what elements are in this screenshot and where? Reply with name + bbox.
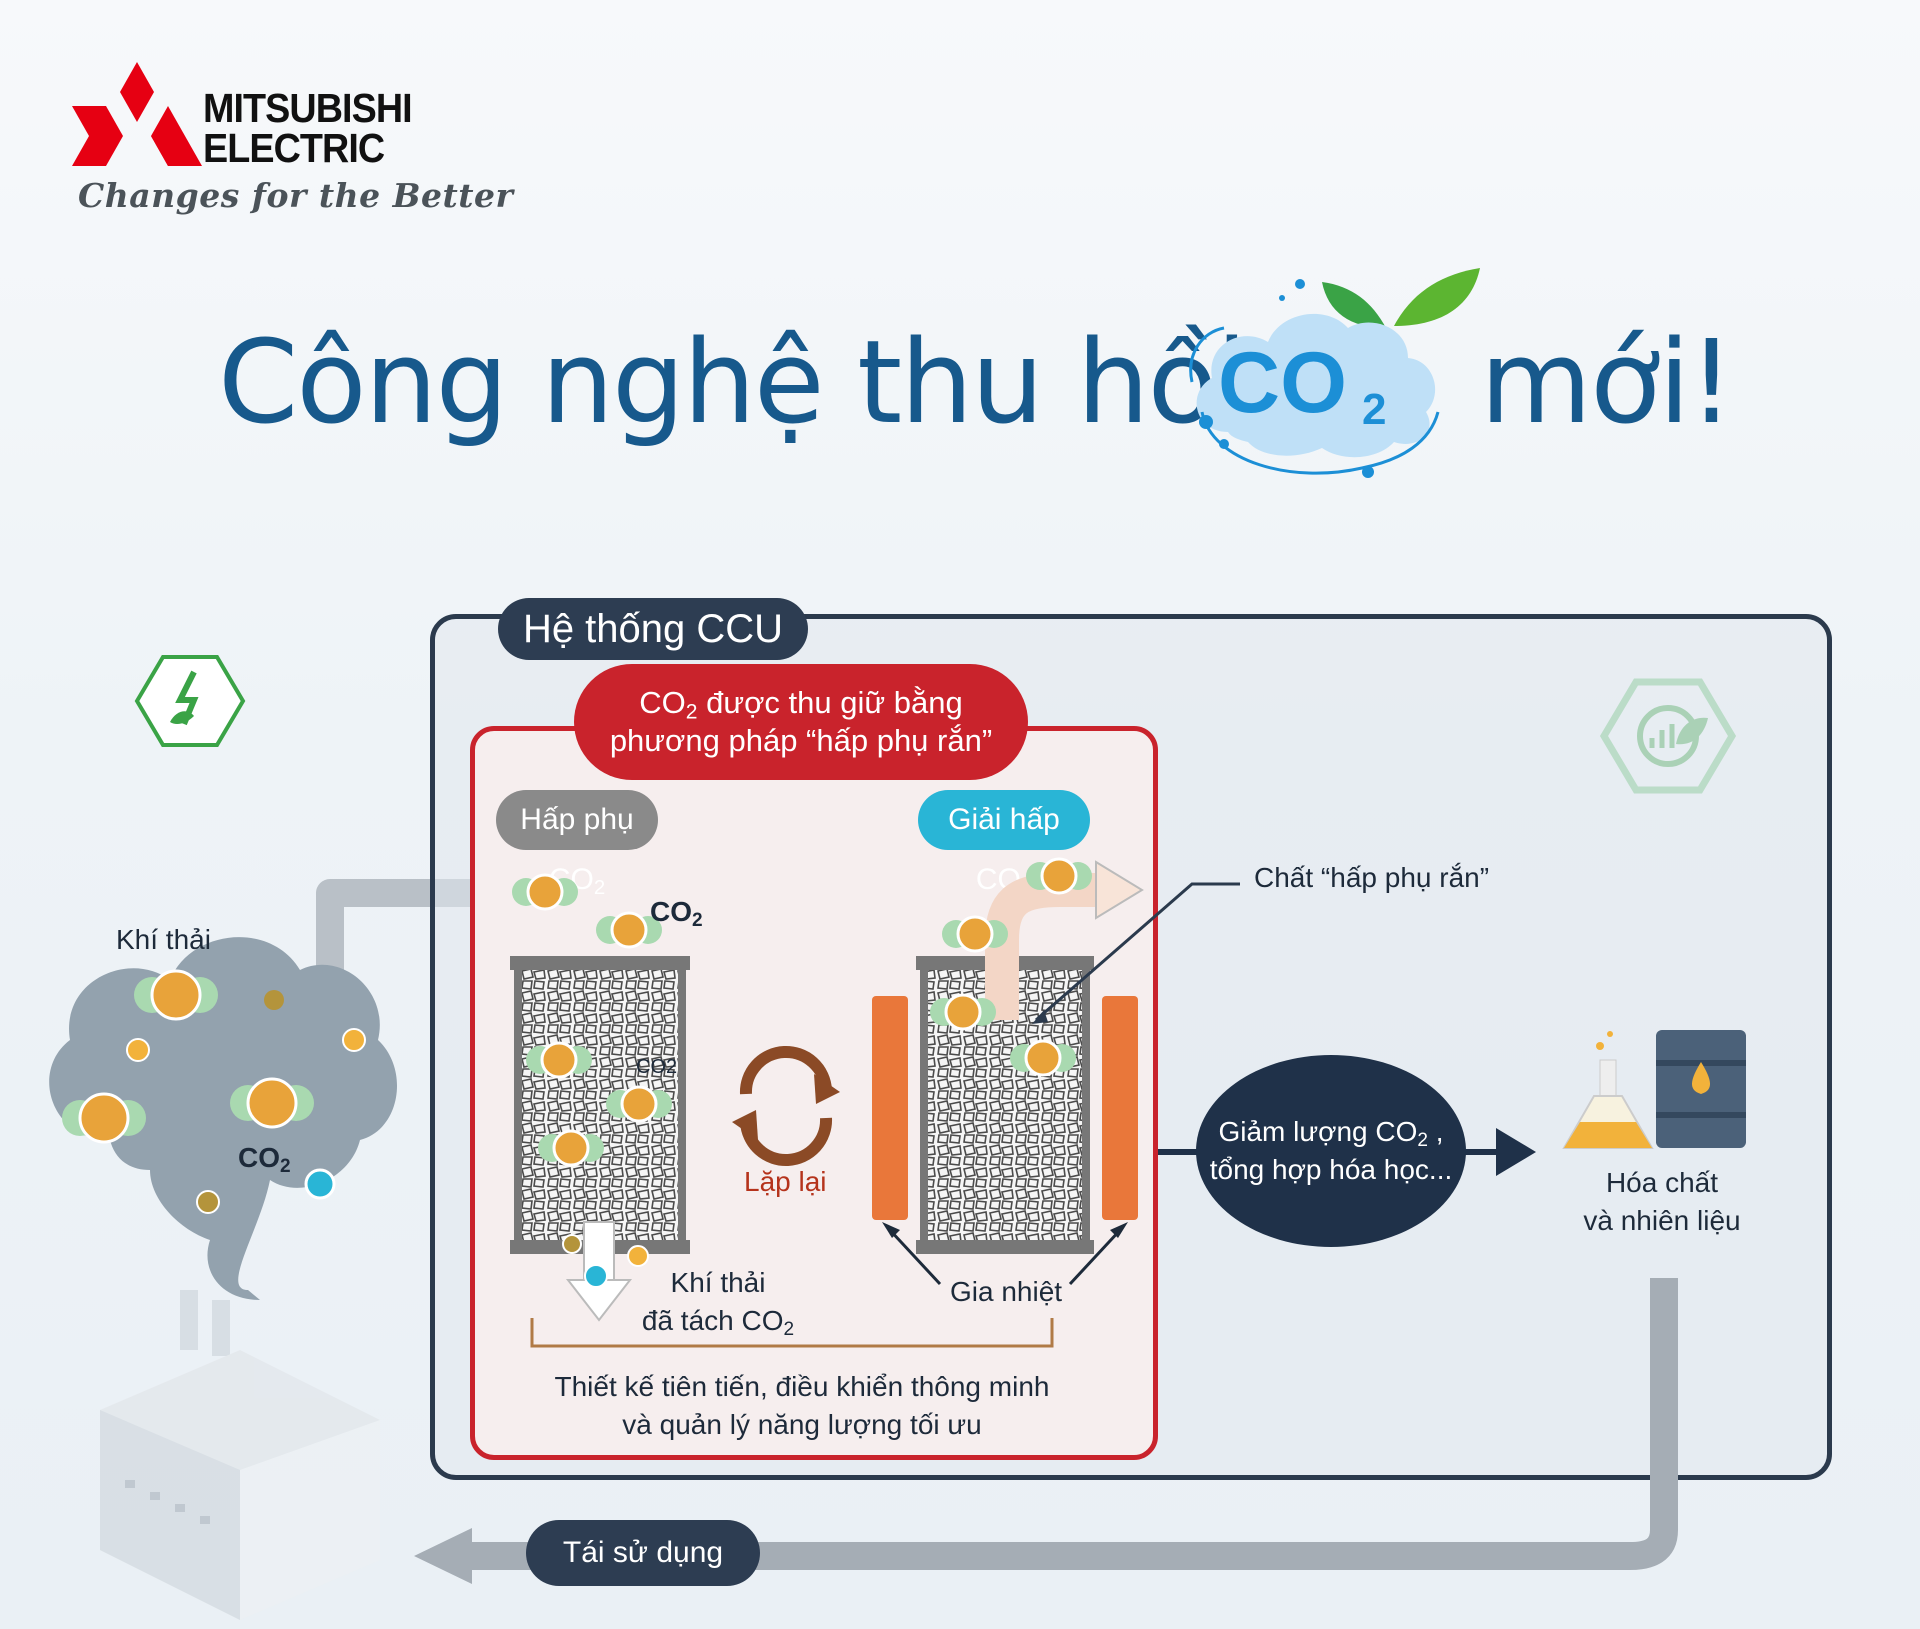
page-title: Công nghệ thu hồi — [218, 316, 1248, 450]
capture-line-2: phương pháp “hấp phụ rắn” — [609, 723, 993, 758]
exhaust-label: Khí thải — [116, 924, 211, 955]
exhaust-cloud — [49, 937, 398, 1300]
design-line-2: và quản lý năng lượng tối ưu — [622, 1409, 982, 1440]
desorption-pill: Giải hấp CO2 — [918, 790, 1090, 898]
reduction-line-2: tổng hợp hóa học... — [1209, 1154, 1453, 1185]
column-co2-label: CO2 — [636, 1056, 678, 1078]
products-label: Hóa chất và nhiên liệu — [1554, 1164, 1770, 1240]
products-line-2: và nhiên liệu — [1583, 1205, 1741, 1236]
separated-line-2: đã tách CO2 — [641, 1305, 795, 1340]
products-line-1: Hóa chất — [1605, 1167, 1719, 1198]
factory-icon — [100, 1290, 380, 1620]
mitsubishi-logo-mark — [72, 62, 202, 170]
capture-line-1: CO2 được thu giữ bằng — [639, 685, 963, 724]
oil-barrel-icon — [1656, 1030, 1746, 1148]
brand-line-1: MITSUBISHI — [203, 85, 413, 131]
adsorption-pill: Hấp phụ CO2 — [496, 790, 658, 898]
inlet-co2-label: CO2 — [650, 896, 703, 931]
cloud-co2-label: CO2 — [238, 1142, 291, 1177]
design-label: Thiết kế tiên tiến, điều khiển thông min… — [494, 1368, 1110, 1444]
separated-line-1: Khí thải — [670, 1267, 766, 1298]
flask-icon — [1562, 1031, 1654, 1149]
design-line-1: Thiết kế tiên tiến, điều khiển thông min… — [554, 1371, 1050, 1402]
solid-adsorption-header: CO2 được thu giữ bằng phương pháp “hấp p… — [574, 664, 1028, 780]
brand-line-2: ELECTRIC — [203, 125, 385, 171]
reuse-pill: Tái sử dụng — [526, 1520, 760, 1586]
co2-cloud-badge: CO 2 — [1172, 262, 1492, 492]
cycle-arrows-icon — [739, 1046, 833, 1166]
ccu-system-tab: Hệ thống CCU — [498, 598, 808, 660]
co2-molecule — [134, 969, 218, 1021]
repeat-label: Lặp lại — [744, 1166, 827, 1197]
badge-co: CO — [1218, 335, 1347, 431]
brand-wordmark: MITSUBISHI ELECTRIC — [203, 85, 413, 171]
co2-reduction-circle: Giảm lượng CO2 , tổng hợp hóa học... — [1196, 1055, 1466, 1247]
page-title-suffix: mới! — [1480, 316, 1734, 450]
separated-exhaust-label: Khí thải đã tách CO2 — [632, 1264, 804, 1340]
brand-tagline: Changes for the Better — [78, 176, 514, 215]
reduction-line-1: Giảm lượng CO2 , — [1218, 1116, 1444, 1151]
badge-sub: 2 — [1362, 385, 1386, 434]
heating-label: Gia nhiệt — [950, 1276, 1063, 1307]
solid-adsorbent-label: Chất “hấp phụ rắn” — [1254, 862, 1490, 893]
energy-leaf-hex-icon — [134, 655, 246, 747]
